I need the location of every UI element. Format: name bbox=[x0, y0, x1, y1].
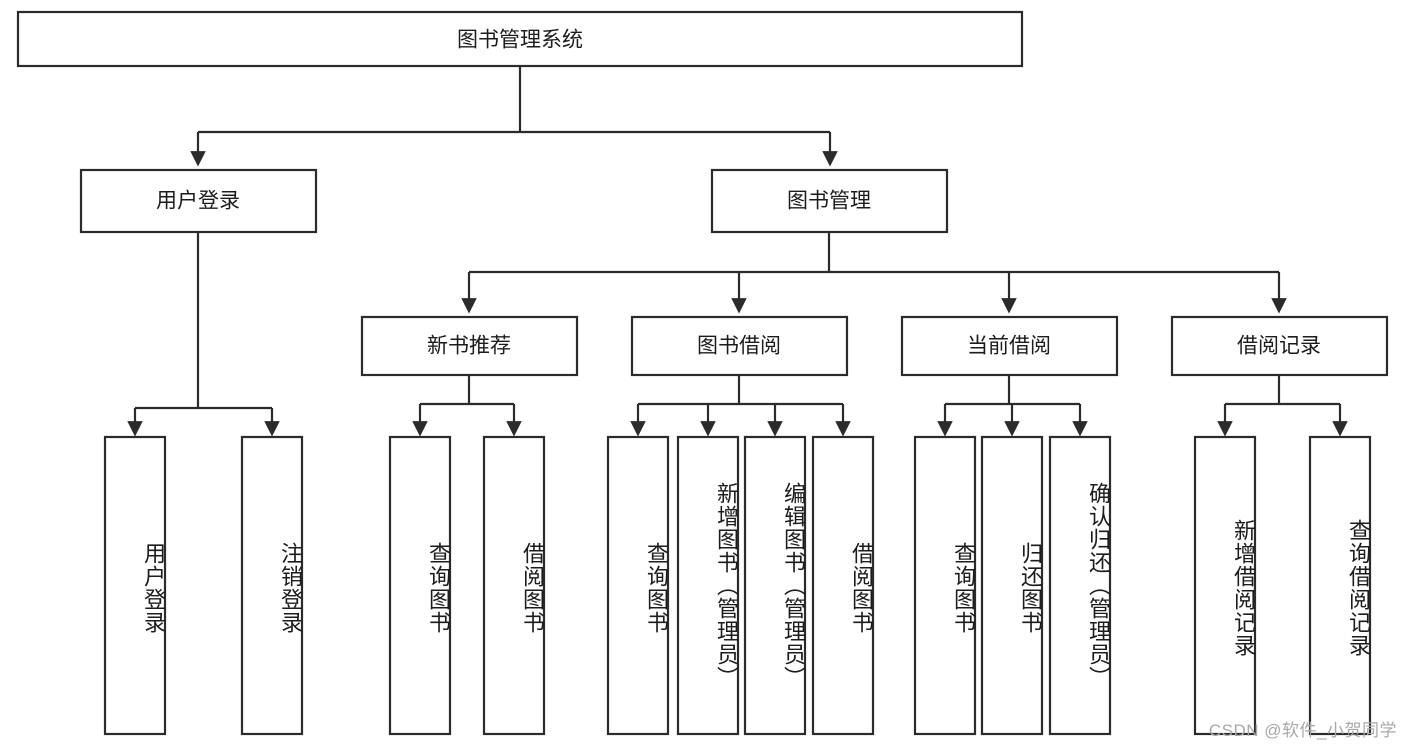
node-leaf-query-book-c-box[interactable] bbox=[913, 435, 977, 736]
node-current-borrow-box[interactable] bbox=[900, 315, 1119, 377]
node-book-borrow-box[interactable] bbox=[630, 315, 849, 377]
node-leaf-logout-box[interactable] bbox=[240, 435, 304, 736]
csdn-watermark: CSDN @软件_小贺同学 bbox=[1208, 721, 1397, 740]
node-new-book-recommend-box[interactable] bbox=[360, 315, 579, 377]
node-leaf-confirm-return-box[interactable] bbox=[1048, 435, 1112, 736]
node-leaf-add-record-box[interactable] bbox=[1193, 435, 1257, 736]
node-book-borrow-label: 图书借阅 bbox=[697, 335, 781, 358]
node-leaf-query-book-b-box[interactable] bbox=[606, 435, 670, 736]
node-leaf-borrow-book-b-box[interactable] bbox=[811, 435, 875, 736]
node-leaf-query-record-box[interactable] bbox=[1308, 435, 1372, 736]
node-leaf-edit-book-box[interactable] bbox=[743, 435, 807, 736]
node-borrow-record-box[interactable] bbox=[1170, 315, 1389, 377]
node-root-box[interactable] bbox=[16, 10, 1024, 68]
node-borrow-record-label: 借阅记录 bbox=[1237, 335, 1321, 358]
node-user-login-label: 用户登录 bbox=[156, 190, 240, 213]
node-root-label: 图书管理系统 bbox=[457, 29, 583, 52]
node-book-management-label: 图书管理 bbox=[787, 190, 871, 213]
node-leaf-add-book-box[interactable] bbox=[676, 435, 740, 736]
node-leaf-return-book-box[interactable] bbox=[980, 435, 1044, 736]
node-new-book-recommend-label: 新书推荐 bbox=[427, 335, 511, 358]
node-leaf-query-book-a-box[interactable] bbox=[388, 435, 452, 736]
node-leaf-borrow-book-a-box[interactable] bbox=[482, 435, 546, 736]
node-leaf-user-login-box[interactable] bbox=[103, 435, 167, 736]
node-book-management-box[interactable] bbox=[710, 168, 949, 234]
node-current-borrow-label: 当前借阅 bbox=[967, 335, 1051, 358]
